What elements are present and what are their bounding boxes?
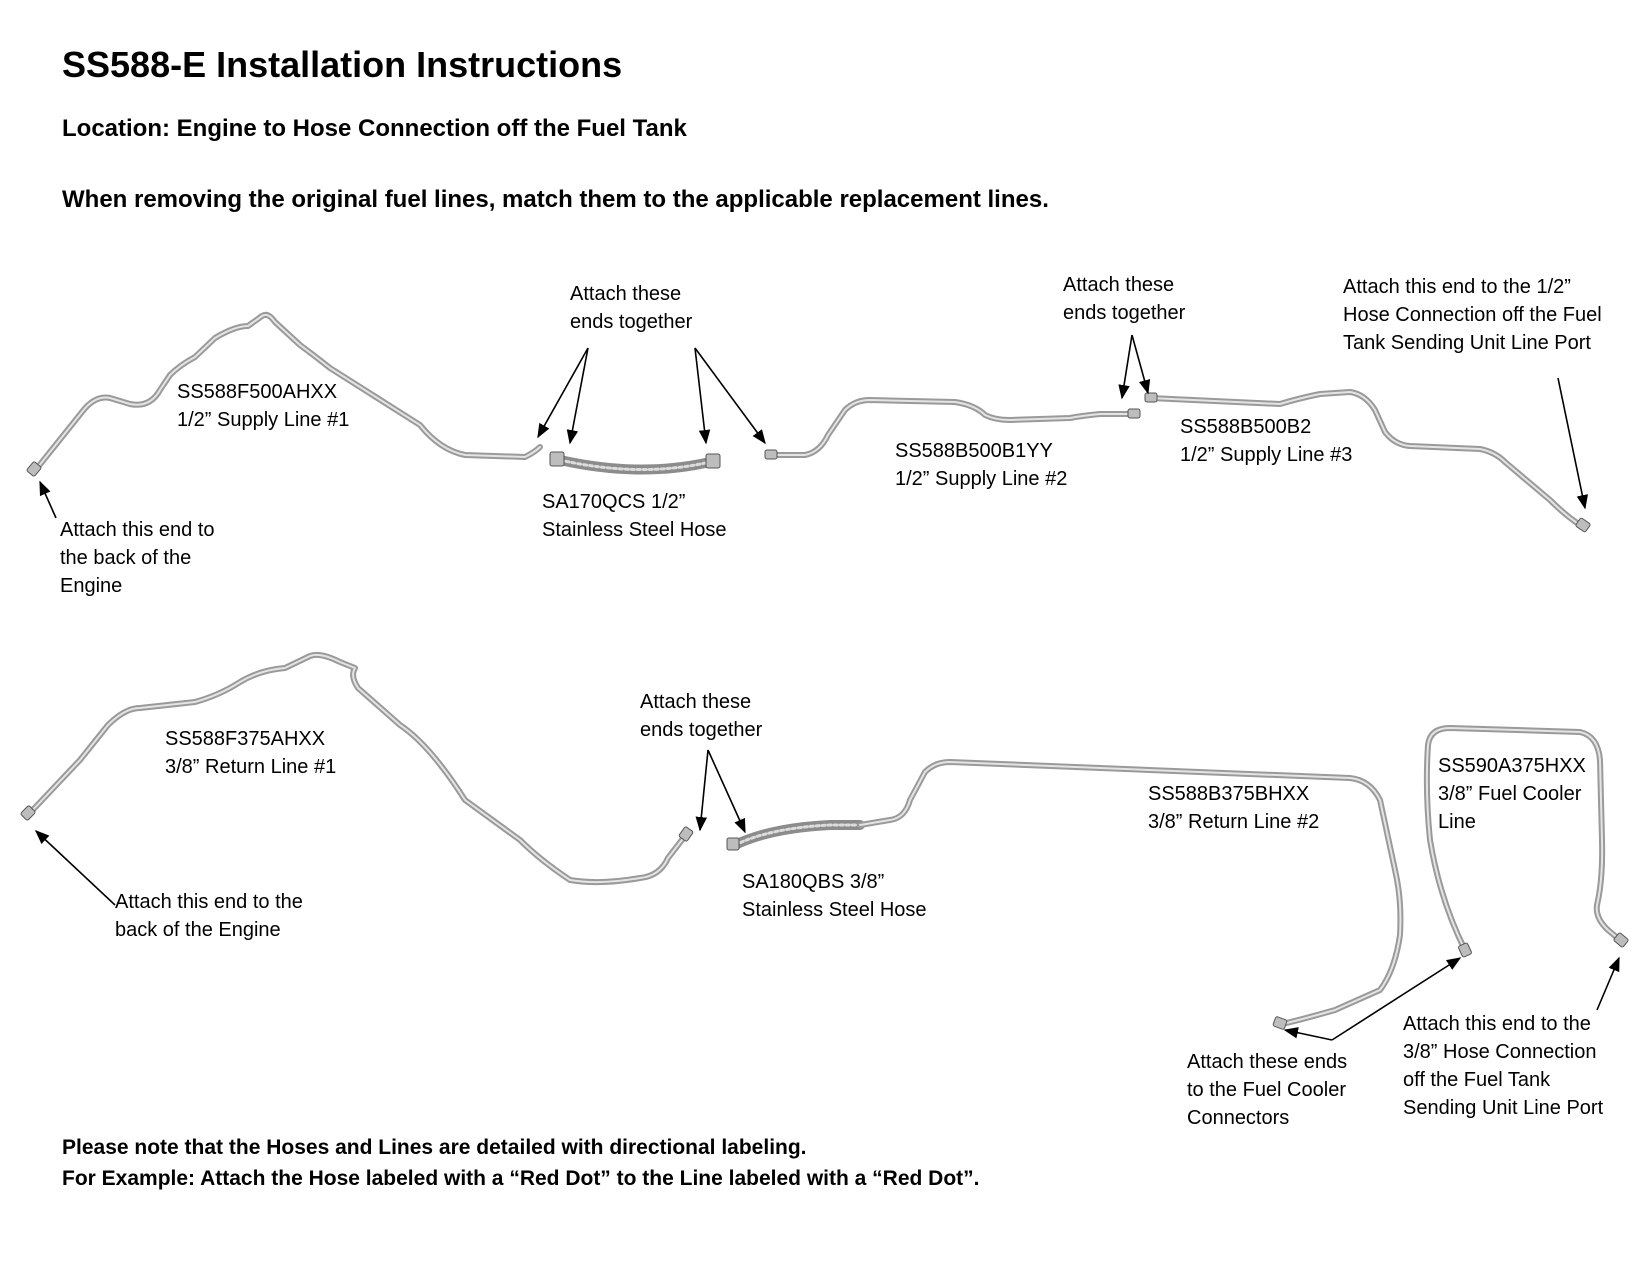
return-attach-line: Attach these <box>640 691 752 713</box>
fuel-cooler-part: SS590A375HXX <box>1438 755 1586 777</box>
return-line-2-label: SS588B375BHXX 3/8” Return Line #2 <box>1148 780 1319 836</box>
return-engine-note: Attach this end to the back of the Engin… <box>115 888 303 944</box>
fuel-cooler-connectors-note: Attach these ends to the Fuel Cooler Con… <box>1187 1048 1347 1132</box>
supply-engine-note-line: Engine <box>60 575 123 597</box>
supply-attach-a-line: ends together <box>570 311 693 333</box>
return-line-1-pipe <box>20 651 694 886</box>
return-arrows <box>34 749 1620 1041</box>
return-hose-part: SA180QBS 3/8” <box>742 871 885 893</box>
page-title: SS588-E Installation Instructions <box>62 44 623 85</box>
supply-engine-note-line: the back of the <box>60 547 192 569</box>
supply-line-2-desc: 1/2” Supply Line #2 <box>895 468 1068 490</box>
supply-tank-note: Attach this end to the 1/2” Hose Connect… <box>1343 273 1602 357</box>
supply-attach-b-line: ends together <box>1063 302 1186 324</box>
footer-note-1: Please note that the Hoses and Lines are… <box>62 1136 807 1159</box>
supply-attach-note-a: Attach these ends together <box>570 280 692 336</box>
return-line-2-pipe <box>857 759 1404 1030</box>
supply-line-1-pipe <box>26 311 543 477</box>
return-tank-note-line: off the Fuel Tank <box>1403 1069 1551 1091</box>
supply-line-1-desc: 1/2” Supply Line #1 <box>177 409 350 431</box>
return-attach-note: Attach these ends together <box>640 688 762 744</box>
supply-attach-note-b: Attach these ends together <box>1063 271 1185 327</box>
supply-line-2-pipe <box>764 397 1141 460</box>
supply-engine-note: Attach this end to the back of the Engin… <box>60 516 215 600</box>
return-tank-note-line: Attach this end to the <box>1403 1013 1591 1035</box>
supply-line-1-label: SS588F500AHXX 1/2” Supply Line #1 <box>177 378 349 434</box>
location-heading: Location: Engine to Hose Connection off … <box>62 115 687 142</box>
fuel-cooler-note-line: Connectors <box>1187 1107 1290 1129</box>
supply-hose-part: SA170QCS 1/2” <box>542 491 686 513</box>
fuel-cooler-desc: 3/8” Fuel Cooler <box>1438 783 1582 805</box>
supply-arrows <box>39 334 1589 519</box>
return-line-2-desc: 3/8” Return Line #2 <box>1148 811 1320 833</box>
return-attach-line: ends together <box>640 719 763 741</box>
return-line-2-part: SS588B375BHXX <box>1148 783 1310 805</box>
return-tank-note-line: Sending Unit Line Port <box>1403 1097 1604 1119</box>
instruction-heading: When removing the original fuel lines, m… <box>62 186 1049 213</box>
return-hose-3-8 <box>726 820 865 851</box>
supply-line-3-pipe <box>1144 389 1591 533</box>
supply-line-1-part: SS588F500AHXX <box>177 381 338 403</box>
supply-tank-note-line: Hose Connection off the Fuel <box>1343 304 1602 326</box>
supply-hose-1-2 <box>549 451 721 475</box>
return-tank-note-line: 3/8” Hose Connection <box>1403 1041 1597 1063</box>
supply-tank-note-line: Tank Sending Unit Line Port <box>1343 332 1591 354</box>
supply-line-3-label: SS588B500B2 1/2” Supply Line #3 <box>1180 413 1352 469</box>
return-line-1-part: SS588F375AHXX <box>165 728 326 750</box>
supply-engine-note-line: Attach this end to <box>60 519 215 541</box>
return-line-1-label: SS588F375AHXX 3/8” Return Line #1 <box>165 725 336 781</box>
supply-hose-label: SA170QCS 1/2” Stainless Steel Hose <box>542 488 727 544</box>
supply-attach-a-line: Attach these <box>570 283 682 305</box>
return-line-1-desc: 3/8” Return Line #1 <box>165 756 337 778</box>
fuel-cooler-note-line: to the Fuel Cooler <box>1187 1079 1346 1101</box>
return-tank-note: Attach this end to the 3/8” Hose Connect… <box>1403 1010 1603 1122</box>
return-engine-note-line: Attach this end to the <box>115 891 303 913</box>
supply-attach-b-line: Attach these <box>1063 274 1175 296</box>
fuel-cooler-desc: Line <box>1438 811 1476 833</box>
return-hose-label: SA180QBS 3/8” Stainless Steel Hose <box>742 868 927 924</box>
supply-tank-note-line: Attach this end to the 1/2” <box>1343 276 1571 298</box>
supply-hose-desc: Stainless Steel Hose <box>542 519 727 541</box>
footer-note-2: For Example: Attach the Hose labeled wit… <box>62 1167 980 1190</box>
return-hose-desc: Stainless Steel Hose <box>742 899 927 921</box>
supply-line-2-part: SS588B500B1YY <box>895 440 1053 462</box>
supply-line-3-desc: 1/2” Supply Line #3 <box>1180 444 1353 466</box>
fuel-cooler-line-pipe <box>1423 725 1629 958</box>
return-engine-note-line: back of the Engine <box>115 919 281 941</box>
fuel-cooler-note-line: Attach these ends <box>1187 1051 1348 1073</box>
supply-line-3-part: SS588B500B2 <box>1180 416 1312 438</box>
fuel-cooler-line-label: SS590A375HXX 3/8” Fuel Cooler Line <box>1438 752 1586 836</box>
supply-line-2-label: SS588B500B1YY 1/2” Supply Line #2 <box>895 437 1067 493</box>
